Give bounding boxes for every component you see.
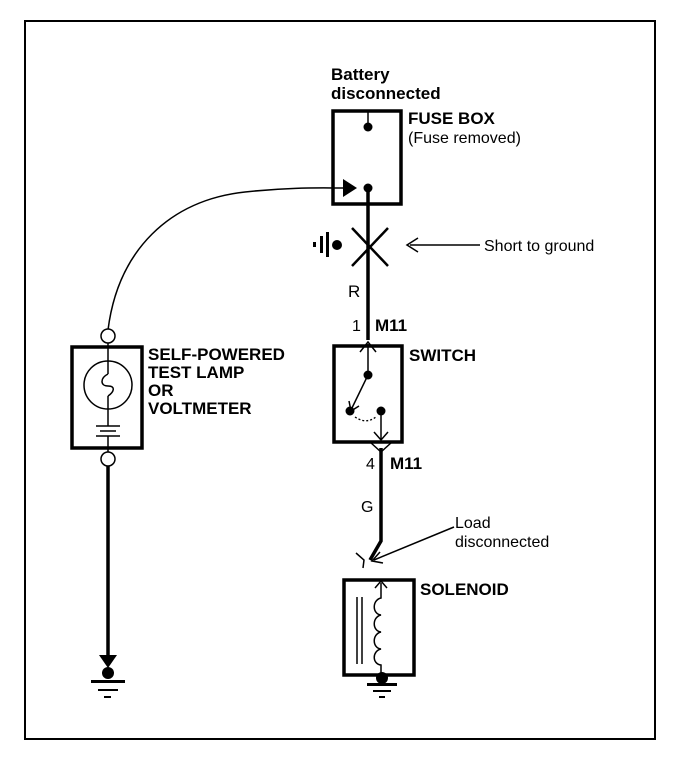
load-label-line2: disconnected [455,534,549,551]
short-callout-arrow-icon [405,237,419,253]
connector-upper-pin: 1 [352,318,361,335]
lamp-filament [101,373,114,397]
tester-ground-icon [91,680,125,683]
tester-terminal-bottom [100,451,116,467]
tester-label-line4: VOLTMETER [148,399,252,418]
solenoid-ground-dot [376,672,388,684]
load-callout-arrow-icon [370,551,384,564]
wire-color-r: R [348,282,360,301]
test-lamp: SELF-POWERED TEST LAMP OR VOLTMETER [70,328,285,467]
connector-open-icon [355,552,365,569]
switch-contact-left [345,406,355,416]
fuse-box-title: FUSE BOX [408,109,496,128]
switch: SWITCH [332,340,476,444]
connector-upper-icon [359,340,377,353]
solenoid-label: SOLENOID [420,580,509,599]
fuse-box: Battery disconnected FUSE BOX (Fuse remo… [331,65,521,206]
tester-body [70,345,144,450]
tester-ground-arrow-icon [99,655,117,668]
load-callout-line [373,526,455,561]
battery-status-line2: disconnected [331,84,441,103]
switch-blade [350,374,369,411]
wire-g-bend [368,538,383,561]
connector-lower-name: M11 [390,454,422,473]
solenoid-connector-icon [374,579,388,589]
diagram-frame [24,20,656,740]
fuse-terminal-top [363,122,373,132]
solenoid-coil-icon [373,583,382,676]
tester-ground-dot [102,667,114,679]
solenoid: SOLENOID [342,578,509,698]
short-to-ground-label: Short to ground [484,238,594,255]
tester-label-line3: OR [148,381,174,400]
tester-terminal-top [100,328,116,344]
solenoid-ground-bar2 [373,690,391,692]
probe-arrow-icon [343,179,357,197]
ground-plate-2 [326,232,329,257]
wire-color-g: G [361,499,373,516]
tester-ground-bar3 [104,696,111,698]
solenoid-body [342,578,416,677]
short-to-ground: Short to ground [313,227,594,267]
tester-ground-bar2 [98,689,118,691]
battery-status-line1: Battery [331,65,390,84]
short-x-stroke [351,227,389,267]
tester-label-line1: SELF-POWERED [148,345,285,364]
fuse-terminal-bottom [363,183,373,193]
switch-travel-dotted [354,415,378,422]
test-lead-wire [107,187,344,331]
load-label-line1: Load [455,515,491,532]
tester-label-line2: TEST LAMP [148,363,244,382]
ground-symbol-icon [313,242,316,247]
solenoid-ground-bar3 [379,696,385,698]
switch-out-arrow [373,431,389,442]
switch-label: SWITCH [409,346,476,365]
solenoid-ground-icon [367,683,397,686]
ground-dot [332,240,342,250]
connector-lower-pin: 4 [366,456,375,473]
connector-upper-name: M11 [375,316,407,335]
fuse-box-subtitle: (Fuse removed) [408,130,521,147]
ground-plate-1 [320,236,323,253]
